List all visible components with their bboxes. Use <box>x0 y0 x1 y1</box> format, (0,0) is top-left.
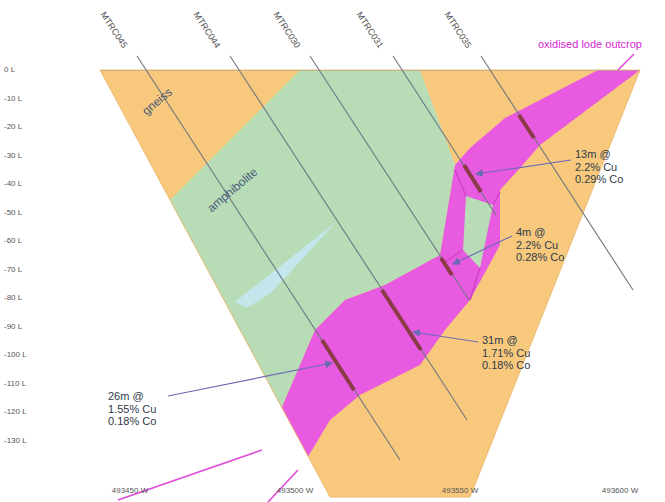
level-label: -130 L <box>4 436 27 445</box>
drillhole-label: MTRC030 <box>271 10 302 50</box>
level-label: -60 L <box>4 236 22 245</box>
level-label: -20 L <box>4 122 22 131</box>
easting-label: 493450 W <box>112 486 148 495</box>
level-label: -110 L <box>4 379 26 388</box>
level-label: -50 L <box>4 208 22 217</box>
intercept-callout: 13m @ 2.2% Cu 0.29% Co <box>575 148 631 186</box>
drillhole-label: MTRC045 <box>98 10 129 50</box>
intercept-callout: 26m @ 1.55% Cu 0.18% Co <box>108 390 164 428</box>
level-label: -10 L <box>4 94 22 103</box>
level-label: -120 L <box>4 407 27 416</box>
easting-label: 493550 W <box>442 486 478 495</box>
easting-label: 493600 W <box>602 486 638 495</box>
level-label: 0 L <box>4 65 15 74</box>
level-label: -70 L <box>4 265 22 274</box>
easting-label: 493500 W <box>277 486 313 495</box>
level-label: -30 L <box>4 151 22 160</box>
outcrop-label: oxidised lode outcrop <box>538 38 642 51</box>
drillhole-label: MTRC035 <box>442 10 473 50</box>
drillhole-label: MTRC031 <box>354 10 385 50</box>
intercept-callout: 31m @ 1.71% Cu 0.18% Co <box>482 334 538 372</box>
drillhole-label: MTRC044 <box>191 10 222 50</box>
level-label: -90 L <box>4 322 22 331</box>
level-label: -100 L <box>4 350 27 359</box>
level-label: -80 L <box>4 293 22 302</box>
level-label: -40 L <box>4 179 22 188</box>
intercept-callout: 4m @ 2.2% Cu 0.28% Co <box>516 226 572 264</box>
